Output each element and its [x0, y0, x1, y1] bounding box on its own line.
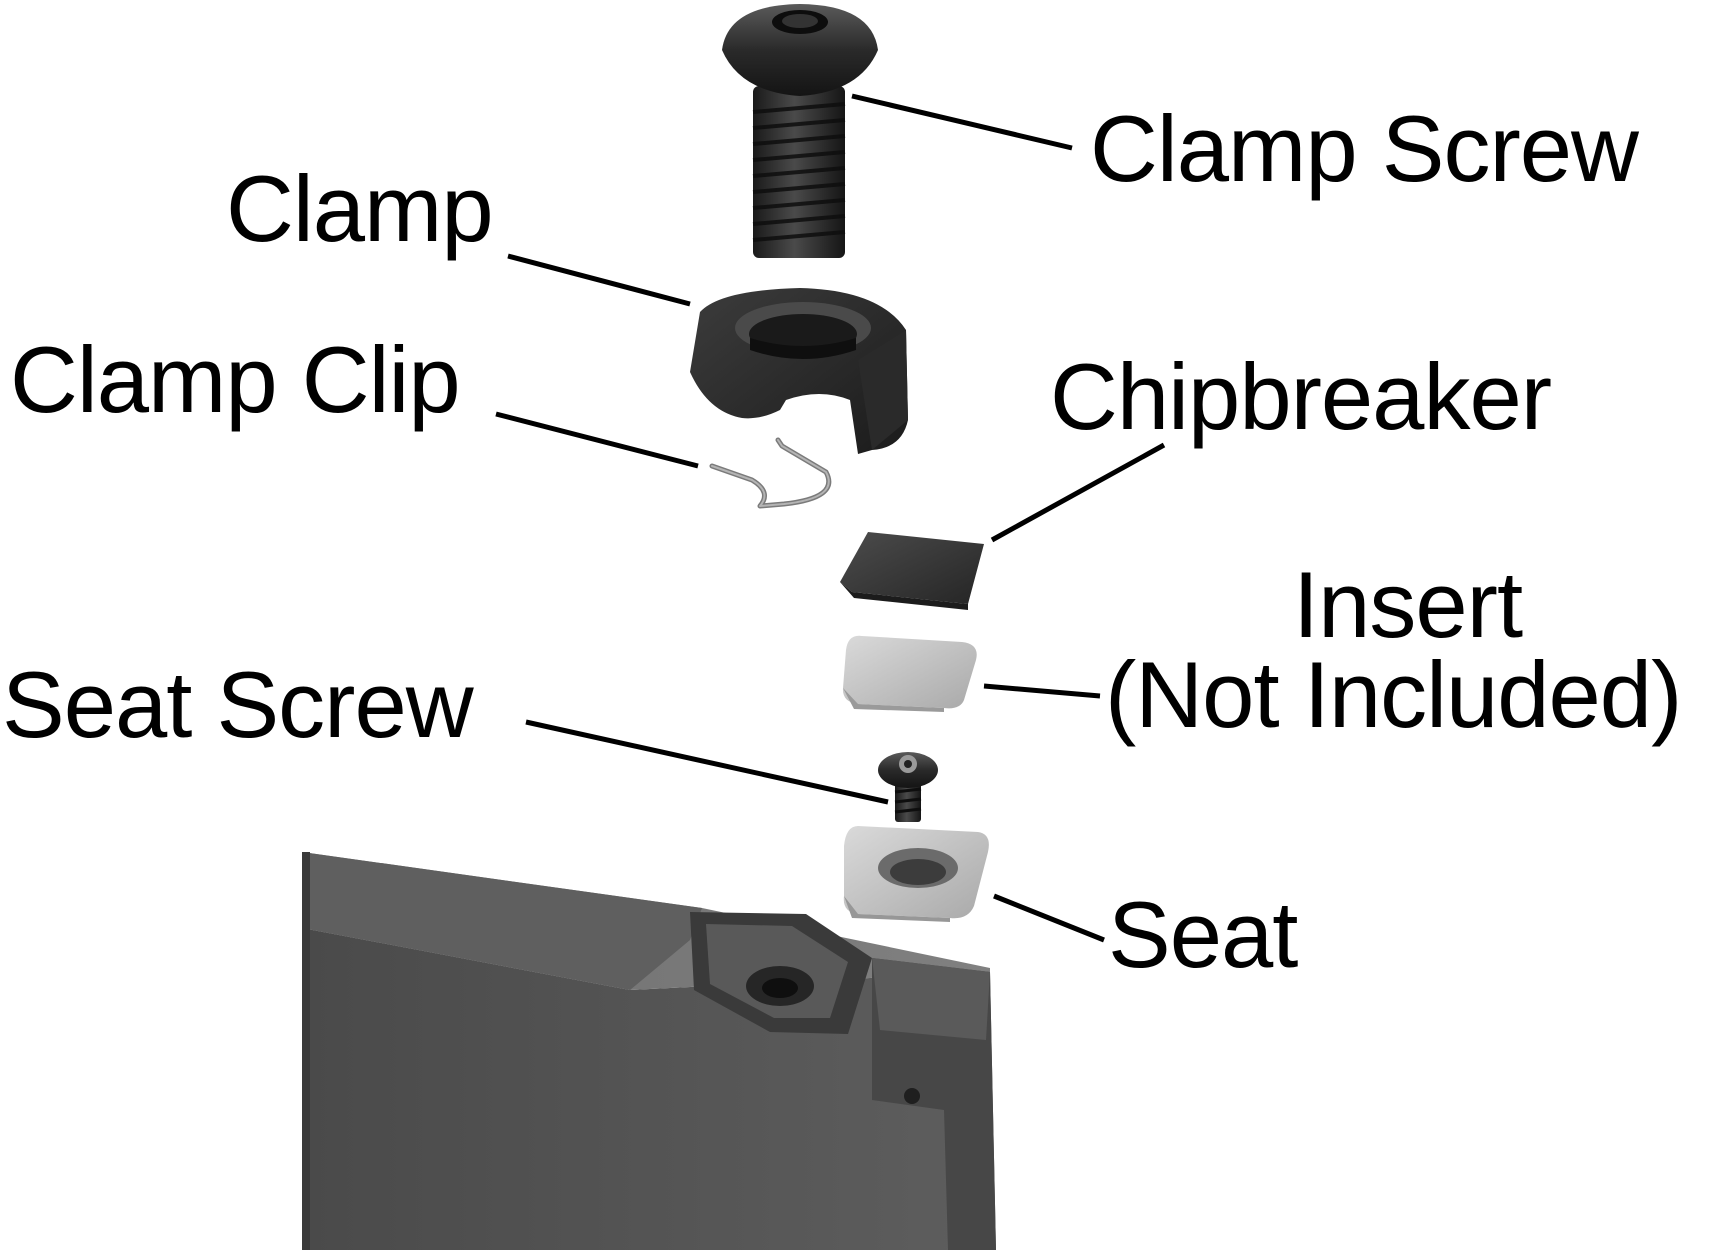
tool-holder-part — [302, 852, 996, 1250]
label-clamp-screw: Clamp Screw — [1090, 96, 1639, 201]
label-chipbreaker: Chipbreaker — [1050, 344, 1552, 449]
leader-clamp — [507, 253, 691, 307]
insert-part — [842, 635, 977, 712]
label-clamp: Clamp — [226, 156, 494, 261]
leader-chipbreaker — [990, 442, 1166, 543]
leader-clamp-screw — [851, 93, 1073, 151]
label-seat: Seat — [1108, 882, 1298, 987]
clamp-screw-part — [722, 4, 878, 258]
clamp-part — [690, 288, 908, 454]
seat-screw-part — [878, 752, 938, 822]
leader-seat-screw — [525, 719, 889, 805]
leader-clamp-clip — [495, 411, 699, 469]
label-insert-not-included: (Not Included) — [1105, 642, 1682, 747]
label-clamp-clip: Clamp Clip — [10, 327, 461, 432]
leader-seat — [993, 893, 1105, 943]
chipbreaker-part — [840, 532, 984, 610]
label-seat-screw: Seat Screw — [2, 652, 474, 757]
seat-part — [843, 826, 989, 922]
leader-insert — [983, 683, 1101, 699]
label-insert: Insert — [1293, 552, 1523, 657]
clamp-clip-part — [709, 437, 832, 509]
leader-lines — [495, 93, 1166, 943]
